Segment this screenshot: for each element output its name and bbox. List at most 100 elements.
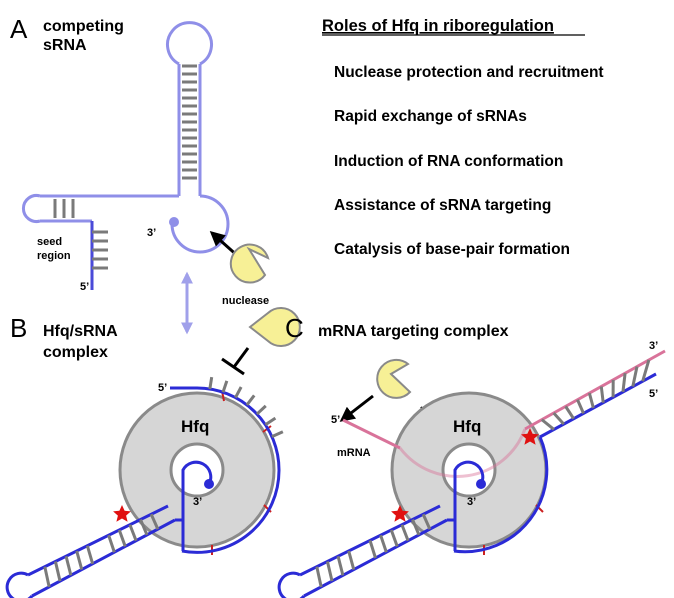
panel-c-title: mRNA targeting complex <box>318 323 509 340</box>
panel-a-5prime: 5’ <box>80 281 89 293</box>
unpaired-base <box>264 416 277 426</box>
star-b <box>113 505 131 522</box>
base-pair <box>576 399 585 414</box>
base-pair <box>587 392 595 409</box>
panel-b-letter: B <box>10 313 27 343</box>
base-pair <box>139 518 149 536</box>
base-pair <box>552 412 565 426</box>
mrna-stem-segment <box>524 349 666 431</box>
unpaired-base <box>255 404 267 416</box>
mrna-5prime-segment <box>342 418 401 450</box>
base-pair <box>107 534 116 553</box>
left-hairpin-base-pairs <box>53 199 75 218</box>
star-c-duplex <box>521 428 539 445</box>
base-pair <box>379 534 388 553</box>
base-pair <box>117 529 127 547</box>
base-pair <box>128 524 138 542</box>
roles-list: Roles of Hfq in riboregulation Nuclease … <box>322 17 604 258</box>
base-pair <box>85 545 95 565</box>
roles-title: Roles of Hfq in riboregulation <box>322 17 554 35</box>
panel-c-srna-3prime: 3’ <box>467 496 476 508</box>
nuclease-pacman-c <box>376 358 412 399</box>
base-pair <box>599 386 605 403</box>
srna-stem-c <box>539 372 657 439</box>
base-pair <box>368 540 377 559</box>
duplex-base-pairs-c <box>540 359 651 431</box>
panel-a-3prime: 3’ <box>147 227 156 239</box>
srna-3prime-dot <box>169 217 179 227</box>
nuclease-label: nuclease <box>222 295 269 307</box>
srna-3prime-dot-c <box>476 479 486 489</box>
srna-inner-curl-b <box>181 460 213 551</box>
panel-c-mrna-3prime: 3’ <box>649 340 658 352</box>
role-item-4: Assistance of sRNA targeting <box>334 197 551 214</box>
role-item-5: Catalysis of base-pair formation <box>334 241 570 258</box>
panel-a: A competing sRNA <box>10 14 230 293</box>
unpaired-base <box>208 376 214 390</box>
srna-junction-loop <box>170 194 230 254</box>
unpaired-base <box>271 430 284 439</box>
base-pair <box>315 566 323 588</box>
seed-label-line2: region <box>37 250 71 262</box>
unpaired-base <box>221 380 229 393</box>
unpaired-base <box>234 386 243 399</box>
base-pair <box>64 555 73 576</box>
panel-b: B Hfq/sRNA complex Hfq 5’ 3’ <box>5 313 284 598</box>
mrna-label: mRNA <box>337 447 371 459</box>
panel-c-mrna-5prime: 5’ <box>331 414 340 426</box>
panel-a-title-line1: competing <box>43 18 124 35</box>
seed-label-line1: seed <box>37 236 62 248</box>
seed-region-bases <box>92 230 108 270</box>
base-pair <box>347 550 356 570</box>
base-pair <box>389 529 399 547</box>
mrna-strand-c <box>342 349 666 478</box>
srna-hairpin-loop-b <box>5 571 34 598</box>
nuclease-inhibition-bar <box>221 357 245 376</box>
srna-outer-arc-c <box>453 436 549 554</box>
panel-b-title-line2: complex <box>43 344 108 361</box>
srna-outer-arc-b <box>181 386 281 554</box>
base-pair <box>540 418 555 431</box>
panel-a-title-line2: sRNA <box>43 37 87 54</box>
hfq-pore-b <box>169 442 225 498</box>
nuclease-arrow-c <box>339 394 374 422</box>
role-item-3: Induction of RNA conformation <box>334 153 563 170</box>
nuclease-group: nuclease <box>209 231 301 376</box>
base-pair <box>631 366 639 387</box>
base-pair <box>75 550 84 570</box>
unpaired-base <box>245 394 256 406</box>
hairpin-base-pairs-c <box>315 513 432 588</box>
srna-hairpin-b <box>27 504 183 598</box>
role-item-1: Nuclease protection and recruitment <box>334 64 604 81</box>
base-pair <box>621 373 627 393</box>
srna-left-hairpin <box>22 194 41 223</box>
panel-c-letter: C <box>285 313 304 343</box>
srna-3prime-dot-b <box>204 479 214 489</box>
panel-b-3prime: 3’ <box>193 496 202 508</box>
srna-bound-b <box>5 386 281 598</box>
base-pair <box>325 561 334 582</box>
panel-b-5prime: 5’ <box>158 382 167 394</box>
panel-a-letter: A <box>10 14 28 44</box>
base-pair <box>641 359 651 382</box>
srna-inner-curl-c <box>453 460 485 551</box>
base-pair <box>400 524 410 542</box>
nuclease-top-pacman <box>229 243 270 284</box>
base-pair <box>149 513 160 530</box>
competing-srna-structure <box>22 21 230 254</box>
star-c-hairpin <box>391 505 409 522</box>
base-pair <box>43 566 51 588</box>
panel-c-srna-5prime: 5’ <box>649 388 658 400</box>
hairpin-base-pairs-b <box>43 513 160 588</box>
srna-top-loop <box>166 21 213 196</box>
base-pair <box>421 513 432 530</box>
nuclease-inhibition-line <box>232 347 250 368</box>
srna-5prime-bases-b <box>208 376 284 439</box>
base-pair <box>336 555 345 576</box>
hfq-label-b: Hfq <box>181 417 209 436</box>
mrna-distal-arc <box>398 428 527 478</box>
role-item-2: Rapid exchange of sRNAs <box>334 108 527 125</box>
base-pair <box>411 518 421 536</box>
panel-c: C mRNA targeting complex Hfq <box>277 313 666 598</box>
hfq-label-c: Hfq <box>453 417 481 436</box>
